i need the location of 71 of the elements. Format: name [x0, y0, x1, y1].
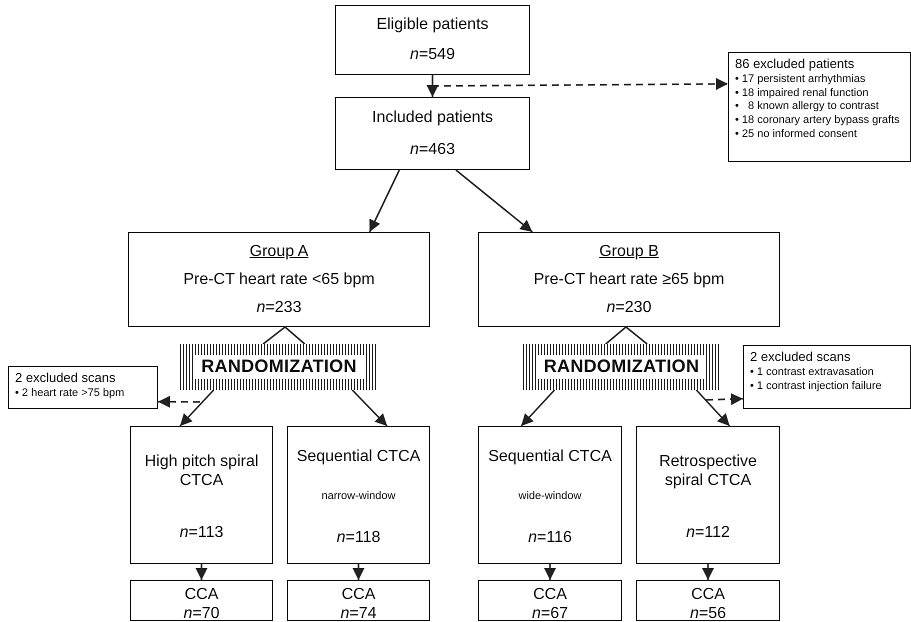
note-heading: 2 excluded scans	[15, 370, 116, 387]
node-text: Eligible patients	[376, 15, 489, 35]
node-text: CCA	[342, 585, 376, 604]
node-text: • 25 no informed consent	[735, 128, 857, 142]
node-text: n=233	[256, 298, 302, 318]
group-box	[128, 232, 430, 327]
process-box	[478, 426, 622, 564]
process-box	[287, 426, 430, 564]
dashed-arrow	[158, 396, 200, 408]
node-text: n=463	[410, 140, 455, 159]
node-text: Retrospective spiral CTCA	[658, 452, 758, 490]
node-text: RANDOMIZATION	[544, 356, 700, 378]
arrow	[702, 564, 714, 580]
group-heading: Group A	[250, 242, 308, 261]
node-text: n=549	[410, 45, 455, 65]
arrow	[352, 389, 388, 427]
arrow	[352, 564, 364, 580]
subtitle-text: narrow-window	[322, 490, 396, 504]
process-box	[335, 97, 530, 170]
node-text: High pitch spiral CTCA	[144, 452, 260, 490]
arrow	[520, 389, 556, 427]
node-text: n=74	[340, 604, 377, 622]
note-box	[743, 345, 911, 409]
node-text: CCA	[184, 585, 218, 604]
node-text: • 1 contrast injection failure	[750, 380, 882, 394]
arrow	[696, 389, 730, 427]
process-box	[636, 580, 780, 621]
node-text: Sequential CTCA	[296, 447, 420, 466]
note-heading: 2 excluded scans	[750, 349, 850, 366]
group-box	[478, 232, 780, 327]
group-heading: Group B	[599, 242, 659, 261]
node-text: CCA	[533, 585, 567, 604]
arrow	[179, 389, 214, 427]
node-text: Sequential CTCA	[488, 447, 612, 466]
node-text: n=113	[180, 523, 224, 542]
note-heading: 86 excluded patients	[735, 56, 854, 73]
node-text: • 8 known allergy to contrast	[735, 100, 879, 114]
node-text: n=230	[606, 298, 652, 318]
connector-line	[604, 326, 648, 345]
node-text: • 2 heart rate >75 bpm	[15, 386, 124, 401]
arrow	[426, 75, 438, 97]
node-text: Pre-CT heart rate <65 bpm	[183, 270, 375, 290]
node-text: n=112	[686, 523, 730, 542]
node-text: • 1 contrast extravasation	[750, 366, 874, 380]
arrow	[368, 170, 400, 232]
node-text: • 17 persistent arrhythmias	[735, 72, 866, 87]
node-text: CCA	[691, 585, 725, 604]
node-text: RANDOMIZATION	[201, 356, 357, 378]
process-box	[287, 580, 430, 621]
node-text: Included patients	[372, 108, 493, 128]
node-text: • 18 coronary artery bypass grafts	[735, 114, 900, 128]
subtitle-text: wide-window	[518, 490, 582, 504]
process-box	[130, 426, 273, 564]
dashed-arrow	[706, 393, 744, 406]
node-text: n=116	[528, 528, 572, 547]
node-text: n=70	[183, 604, 220, 622]
process-box	[478, 580, 622, 621]
arrow	[544, 564, 556, 580]
note-box	[728, 52, 911, 162]
node-text: n=56	[690, 604, 726, 622]
node-text: n=67	[532, 604, 568, 622]
arrow	[455, 169, 533, 233]
node-text: n=118	[336, 528, 380, 547]
arrow	[196, 564, 208, 580]
note-box	[8, 366, 158, 409]
node-text: Pre-CT heart rate ≥65 bpm	[534, 270, 724, 290]
process-box	[335, 5, 530, 75]
node-text: • 18 impaired renal function	[735, 86, 868, 100]
connector-line	[262, 326, 306, 345]
process-box	[636, 426, 780, 564]
process-box	[130, 580, 273, 621]
